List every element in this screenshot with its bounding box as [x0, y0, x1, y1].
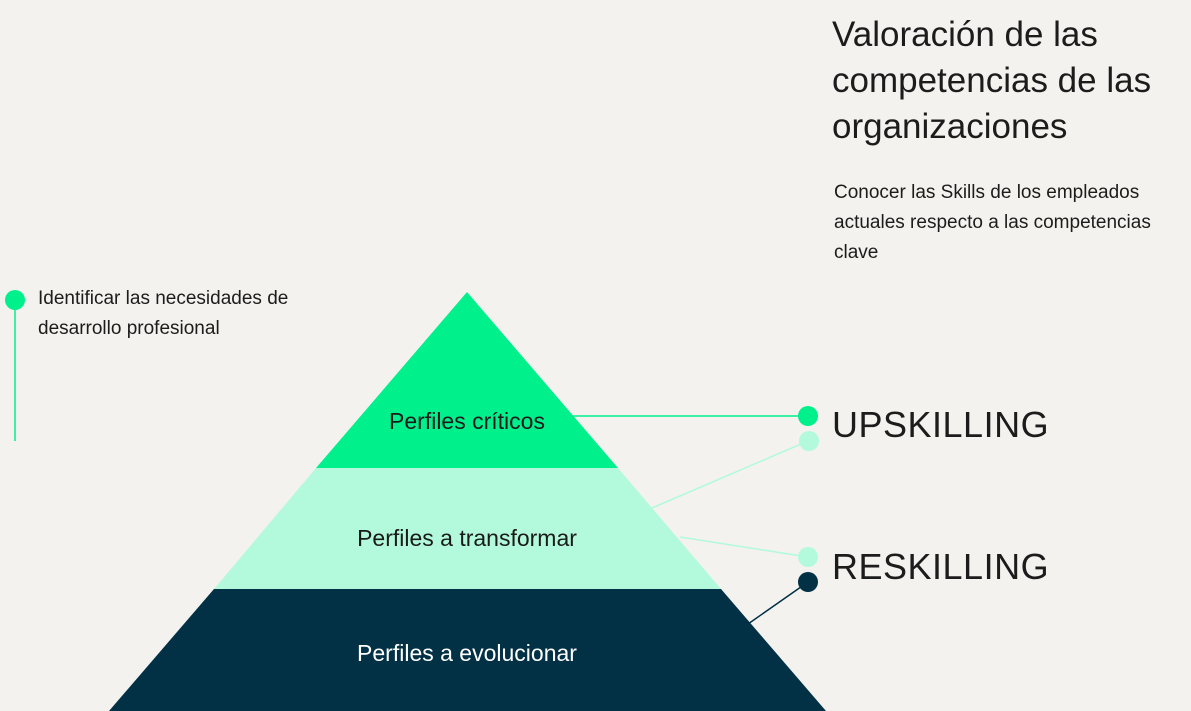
- tier-label-criticos: Perfiles críticos: [389, 408, 545, 434]
- pyramid-tier-top: [316, 292, 618, 468]
- dot-upskilling-criticos: [798, 406, 818, 426]
- pyramid-tier-middle: [214, 468, 721, 589]
- upskilling-label: UPSKILLING: [832, 404, 1050, 445]
- connector-evolucionar-reskilling: [747, 581, 809, 625]
- tier-label-transformar: Perfiles a transformar: [357, 525, 577, 551]
- reskilling-label: RESKILLING: [832, 546, 1050, 587]
- side-note-text: Identificar las necesidades de desarroll…: [38, 288, 289, 339]
- connector-transformar-reskilling: [679, 536, 809, 558]
- diagram-subtitle: Conocer las Skills de los empleados actu…: [834, 182, 1151, 263]
- connector-transformar-upskilling: [651, 440, 809, 509]
- pyramid-tier-bottom: [109, 589, 826, 711]
- diagram-title: Valoración de las competencias de las or…: [832, 15, 1152, 146]
- dot-reskilling-transformar: [798, 547, 818, 567]
- dot-reskilling-evolucionar: [798, 572, 818, 592]
- side-note-bullet: [5, 290, 25, 310]
- dot-upskilling-transformar: [799, 431, 819, 451]
- tier-label-evolucionar: Perfiles a evolucionar: [357, 640, 577, 666]
